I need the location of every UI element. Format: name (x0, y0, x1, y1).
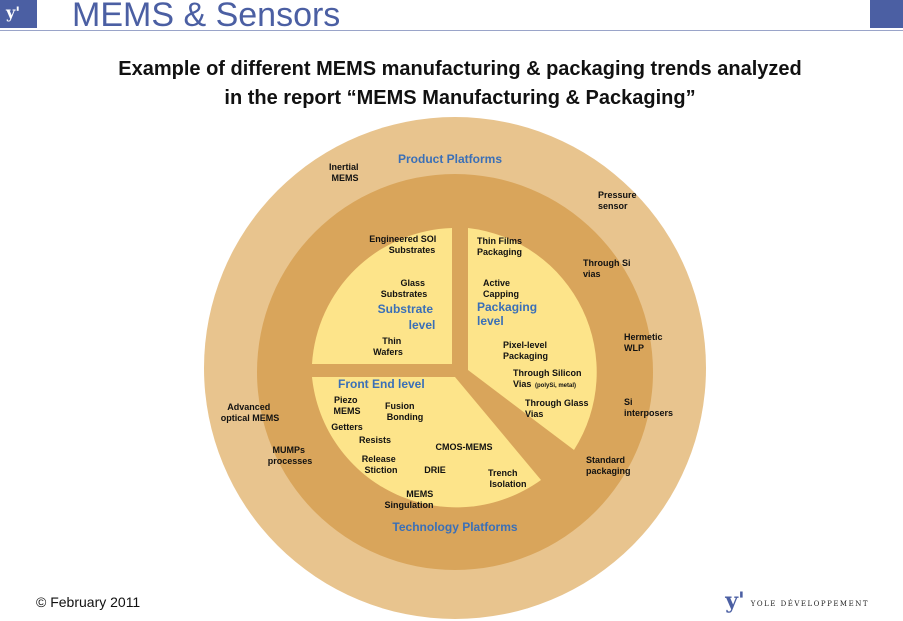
middle-item: Through Si vias (583, 258, 633, 279)
corner-decoration (870, 0, 903, 28)
yole-logo-mark: y' (725, 588, 745, 614)
yole-brand-name: YOLE DÉVELOPPEMENT (750, 600, 869, 608)
packaging-item: Thin Films Packaging (477, 236, 525, 257)
front-end-item: Trench Isolation (488, 468, 527, 489)
middle-item: Standard packaging (586, 455, 631, 476)
substrate-item: Engineered SOI Substrates (369, 234, 439, 255)
tsv-note: (polySi, metal) (535, 383, 576, 389)
slide-title: MEMS & Sensors (72, 0, 341, 34)
substrate-item: Glass Substrates (381, 278, 428, 299)
packaging-level-title: Packaging level (477, 300, 540, 328)
outer-item: Inertial MEMS (329, 162, 361, 183)
packaging-item: Pixel-level Packaging (503, 340, 550, 361)
outer-item: MUMPs processes (268, 445, 313, 466)
copyright-footer: © February 2011 (36, 594, 141, 610)
outer-item: Advanced optical MEMS (221, 402, 280, 423)
packaging-item: Active Capping (483, 278, 519, 299)
front-end-item: CMOS-MEMS (436, 442, 493, 452)
technology-platforms-label: Technology Platforms (392, 520, 517, 534)
subtitle-line-1: Example of different MEMS manufacturing … (118, 58, 802, 80)
front-end-item: Resists (359, 435, 391, 445)
packaging-segment (468, 228, 597, 450)
front-end-item: Piezo MEMS (334, 395, 361, 416)
front-end-item: Getters (331, 422, 363, 432)
middle-item: Hermetic WLP (624, 332, 665, 353)
packaging-item: Through Silicon Vias (513, 368, 584, 389)
subtitle-line-2: in the report “MEMS Manufacturing & Pack… (224, 87, 696, 109)
substrate-item: Thin Wafers (373, 336, 404, 357)
substrate-segment (312, 228, 452, 364)
title-divider (0, 30, 903, 31)
slide-subtitle: Example of different MEMS manufacturing … (0, 55, 903, 113)
middle-item: Si interposers (624, 397, 673, 418)
yole-brand: y' YOLE DÉVELOPPEMENT (725, 590, 869, 612)
front-end-level-title: Front End level (338, 377, 425, 391)
packaging-item: Through Glass Vias (525, 398, 591, 419)
yole-corner-logo: y' (0, 0, 37, 28)
product-platforms-label: Product Platforms (398, 152, 502, 166)
logo-mark: y' (6, 3, 21, 22)
front-end-item: Release Stiction (362, 454, 399, 475)
front-end-item: DRIE (424, 465, 446, 475)
front-end-item: Fusion Bonding (385, 401, 423, 422)
front-end-segment (312, 377, 541, 508)
front-end-item: MEMS Singulation (385, 489, 436, 510)
outer-item: Pressure sensor (598, 190, 639, 211)
substrate-level-title: Substrate level (378, 302, 437, 332)
